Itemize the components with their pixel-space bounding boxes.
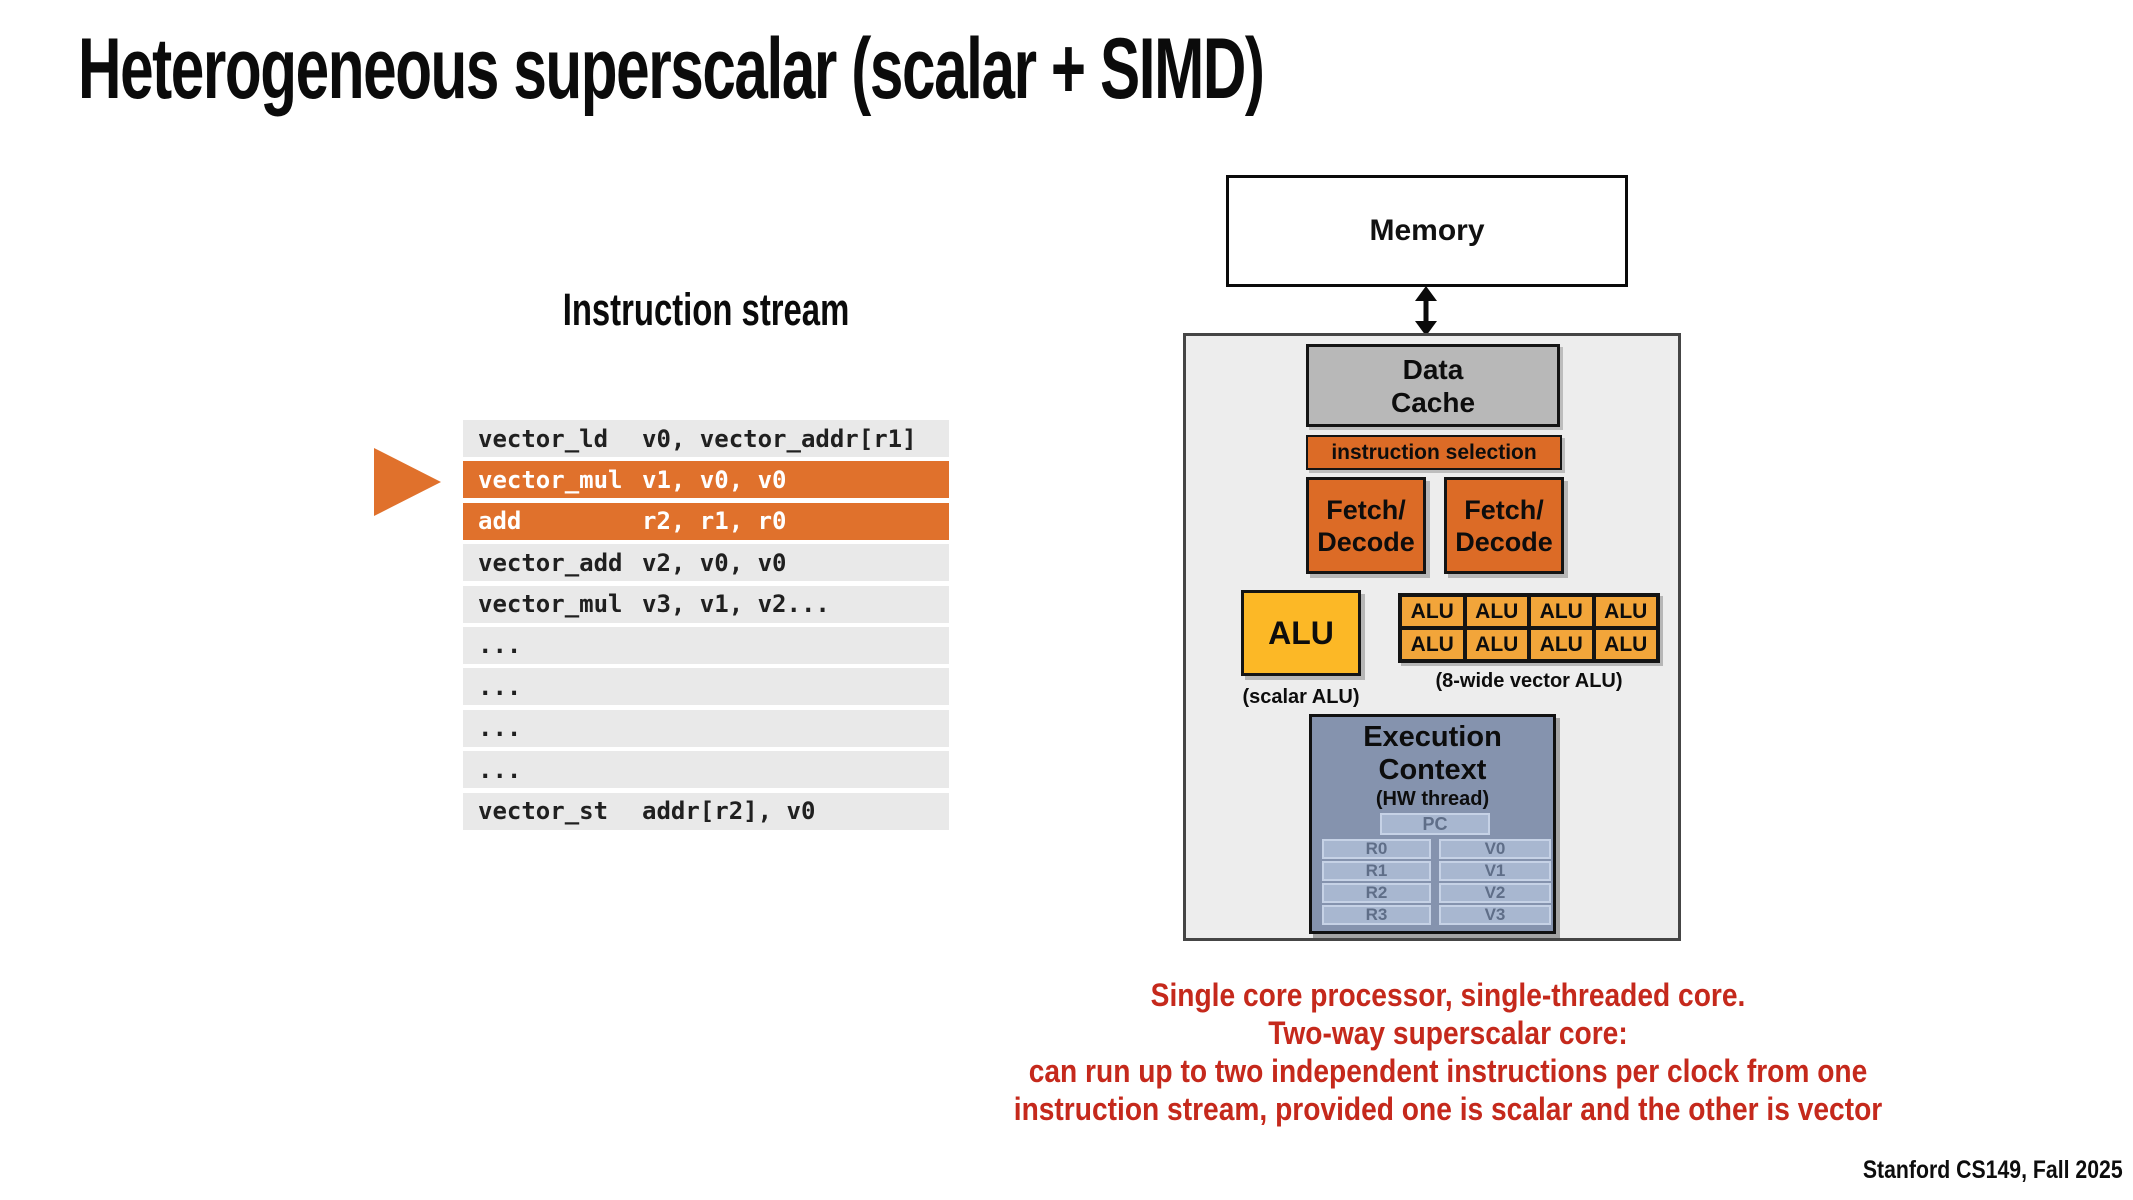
data-cache-label-line2: Cache	[1390, 386, 1476, 418]
vector-register: V2	[1439, 883, 1551, 903]
vector-alu-cell: ALU	[1593, 628, 1658, 661]
processor-core-box: Data Cache instruction selection Fetch/ …	[1183, 333, 1681, 941]
note-line: instruction stream, provided one is scal…	[1013, 1091, 1883, 1127]
instruction-row: vector_add v2, v0, v0	[463, 544, 949, 582]
scalar-register: R1	[1322, 861, 1431, 881]
instruction-opcode: vector_mul	[478, 590, 623, 619]
scalar-alu-box: ALU	[1241, 590, 1361, 676]
instruction-opcode: ...	[478, 714, 522, 743]
scalar-alu-caption: (scalar ALU)	[1242, 686, 1360, 708]
instruction-row: vector_ld v0, vector_addr[r1]	[463, 420, 949, 457]
vector-alu-cell: ALU	[1464, 595, 1529, 628]
execution-context-box: Execution Context (HW thread) PC R0 R1 R…	[1309, 714, 1556, 934]
vector-alu-cell: ALU	[1529, 595, 1594, 628]
instruction-opcode: ...	[478, 631, 522, 660]
instruction-operands: r2, r1, r0	[642, 507, 787, 536]
memory-label: Memory	[1369, 214, 1485, 247]
instruction-selection-box: instruction selection	[1306, 435, 1562, 470]
instruction-operands: addr[r2], v0	[642, 797, 816, 826]
note-line: Single core processor, single-threaded c…	[1150, 977, 1746, 1013]
instruction-opcode: add	[478, 507, 522, 536]
page-title: Heterogeneous superscalar (scalar + SIMD…	[78, 21, 1265, 117]
scalar-register-file: R0 R1 R2 R3	[1322, 839, 1431, 927]
execution-context-title-line2: Context	[1378, 754, 1487, 786]
vector-alu-grid: ALU ALU ALU ALU ALU ALU ALU ALU	[1398, 593, 1660, 663]
memory-box: Memory	[1226, 175, 1628, 287]
fetch-decode-box-scalar: Fetch/ Decode	[1306, 477, 1426, 574]
vector-register: V1	[1439, 861, 1551, 881]
fetch-decode-label-line1: Fetch/	[1326, 494, 1406, 525]
vector-alu-cell: ALU	[1593, 595, 1658, 628]
pc-register: PC	[1380, 813, 1490, 835]
instruction-row: vector_mul v1, v0, v0	[463, 461, 949, 499]
vector-register: V0	[1439, 839, 1551, 859]
vector-alu-cell: ALU	[1529, 628, 1594, 661]
fetch-decode-label-line2: Decode	[1317, 526, 1415, 557]
execution-context-subtitle: (HW thread)	[1375, 788, 1490, 810]
scalar-register: R2	[1322, 883, 1431, 903]
note-line: Two-way superscalar core:	[1268, 1015, 1628, 1051]
instruction-opcode: vector_st	[478, 797, 609, 826]
instruction-row: vector_mul v3, v1, v2...	[463, 585, 949, 623]
vector-alu-cell: ALU	[1400, 628, 1465, 661]
note-line: can run up to two independent instructio…	[1028, 1053, 1868, 1089]
vector-alu-cell: ALU	[1400, 595, 1465, 628]
instruction-row: ...	[463, 751, 949, 789]
vector-register: V3	[1439, 905, 1551, 925]
instruction-opcode: vector_ld	[478, 424, 609, 453]
instruction-operands: v1, v0, v0	[642, 465, 787, 494]
instruction-opcode: vector_add	[478, 548, 623, 577]
annotation-note: Single core processor, single-threaded c…	[1008, 976, 1888, 1128]
instruction-operands: v3, v1, v2...	[642, 590, 830, 619]
execution-context-title-line1: Execution	[1363, 721, 1502, 753]
data-cache-label-line1: Data	[1402, 353, 1464, 385]
instruction-row: ...	[463, 626, 949, 664]
fetch-decode-label-line1: Fetch/	[1464, 494, 1544, 525]
current-instruction-arrow-icon	[374, 448, 441, 516]
vector-alu-cell: ALU	[1464, 628, 1529, 661]
instruction-opcode: ...	[478, 755, 522, 784]
scalar-register: R0	[1322, 839, 1431, 859]
instruction-opcode: ...	[478, 672, 522, 701]
instruction-opcode: vector_mul	[478, 465, 623, 494]
instruction-row: ...	[463, 709, 949, 747]
instruction-row: add r2, r1, r0	[463, 502, 949, 540]
vector-register-file: V0 V1 V2 V3	[1439, 839, 1551, 927]
data-cache-box: Data Cache	[1306, 344, 1560, 427]
instruction-row: ...	[463, 668, 949, 706]
slide-footer: Stanford CS149, Fall 2025	[1863, 1156, 2123, 1184]
instruction-operands: v0, vector_addr[r1]	[642, 424, 917, 453]
instruction-operands: v2, v0, v0	[642, 548, 787, 577]
vector-alu-caption: (8-wide vector ALU)	[1435, 670, 1623, 692]
memory-core-arrow-icon	[1415, 286, 1437, 336]
fetch-decode-box-vector: Fetch/ Decode	[1444, 477, 1564, 574]
scalar-register: R3	[1322, 905, 1431, 925]
fetch-decode-label-line2: Decode	[1455, 526, 1553, 557]
instruction-stream-heading: Instruction stream	[562, 284, 850, 335]
instruction-row: vector_st addr[r2], v0	[463, 792, 949, 830]
